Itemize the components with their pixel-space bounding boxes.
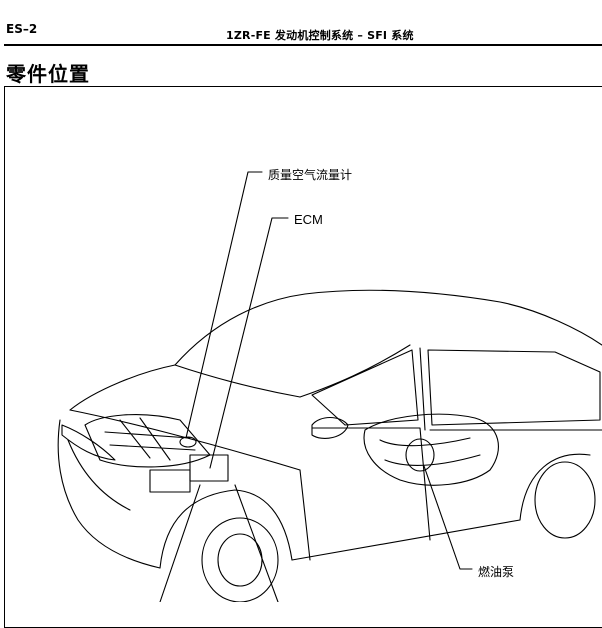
- rear-window: [427, 349, 601, 426]
- front-wheel: [201, 517, 279, 602]
- door-line: [299, 469, 311, 561]
- b-pillar: [419, 347, 426, 431]
- rear-arch: [519, 453, 591, 521]
- maf-sensor: [179, 436, 197, 448]
- callout-fuel-pump: 燃油泵: [476, 563, 517, 580]
- maf-leader: [185, 171, 263, 439]
- callout-ecm: ECM: [292, 212, 325, 227]
- windshield-lower: [174, 364, 301, 398]
- lower-leader-b: [234, 484, 279, 602]
- ecm-box: [189, 454, 229, 482]
- page-title: 零件位置: [6, 62, 90, 86]
- lower-leader-a: [159, 484, 201, 602]
- fuel-pump-unit: [405, 438, 435, 472]
- battery: [149, 469, 191, 493]
- side-mirror: [311, 416, 349, 439]
- header-rule: [4, 44, 602, 46]
- front-fender: [159, 489, 293, 569]
- headlight: [61, 424, 116, 461]
- front-window: [311, 349, 419, 426]
- engine-detail: [104, 417, 196, 461]
- engine-block: [84, 414, 211, 468]
- grille: [67, 439, 131, 511]
- a-pillar: [299, 344, 411, 398]
- front-bumper: [57, 419, 161, 569]
- section-code: ES–2: [6, 22, 38, 36]
- fuel-tank-outline: [363, 413, 499, 486]
- pump-leader: [423, 465, 473, 570]
- fuel-lines: [379, 437, 481, 466]
- hood-front: [69, 364, 176, 411]
- rear-wheel: [534, 461, 596, 539]
- callout-mass-air-flow-meter: 质量空气流量计: [266, 166, 355, 183]
- chapter-title: 1ZR-FE 发动机控制系统 – SFI 系统: [226, 29, 414, 42]
- roof-line: [174, 289, 602, 366]
- car-illustration: [57, 171, 602, 602]
- door-front-panel: [311, 427, 431, 541]
- ecm-leader: [209, 217, 289, 469]
- hood-rear: [69, 409, 301, 471]
- body-sill: [291, 519, 521, 561]
